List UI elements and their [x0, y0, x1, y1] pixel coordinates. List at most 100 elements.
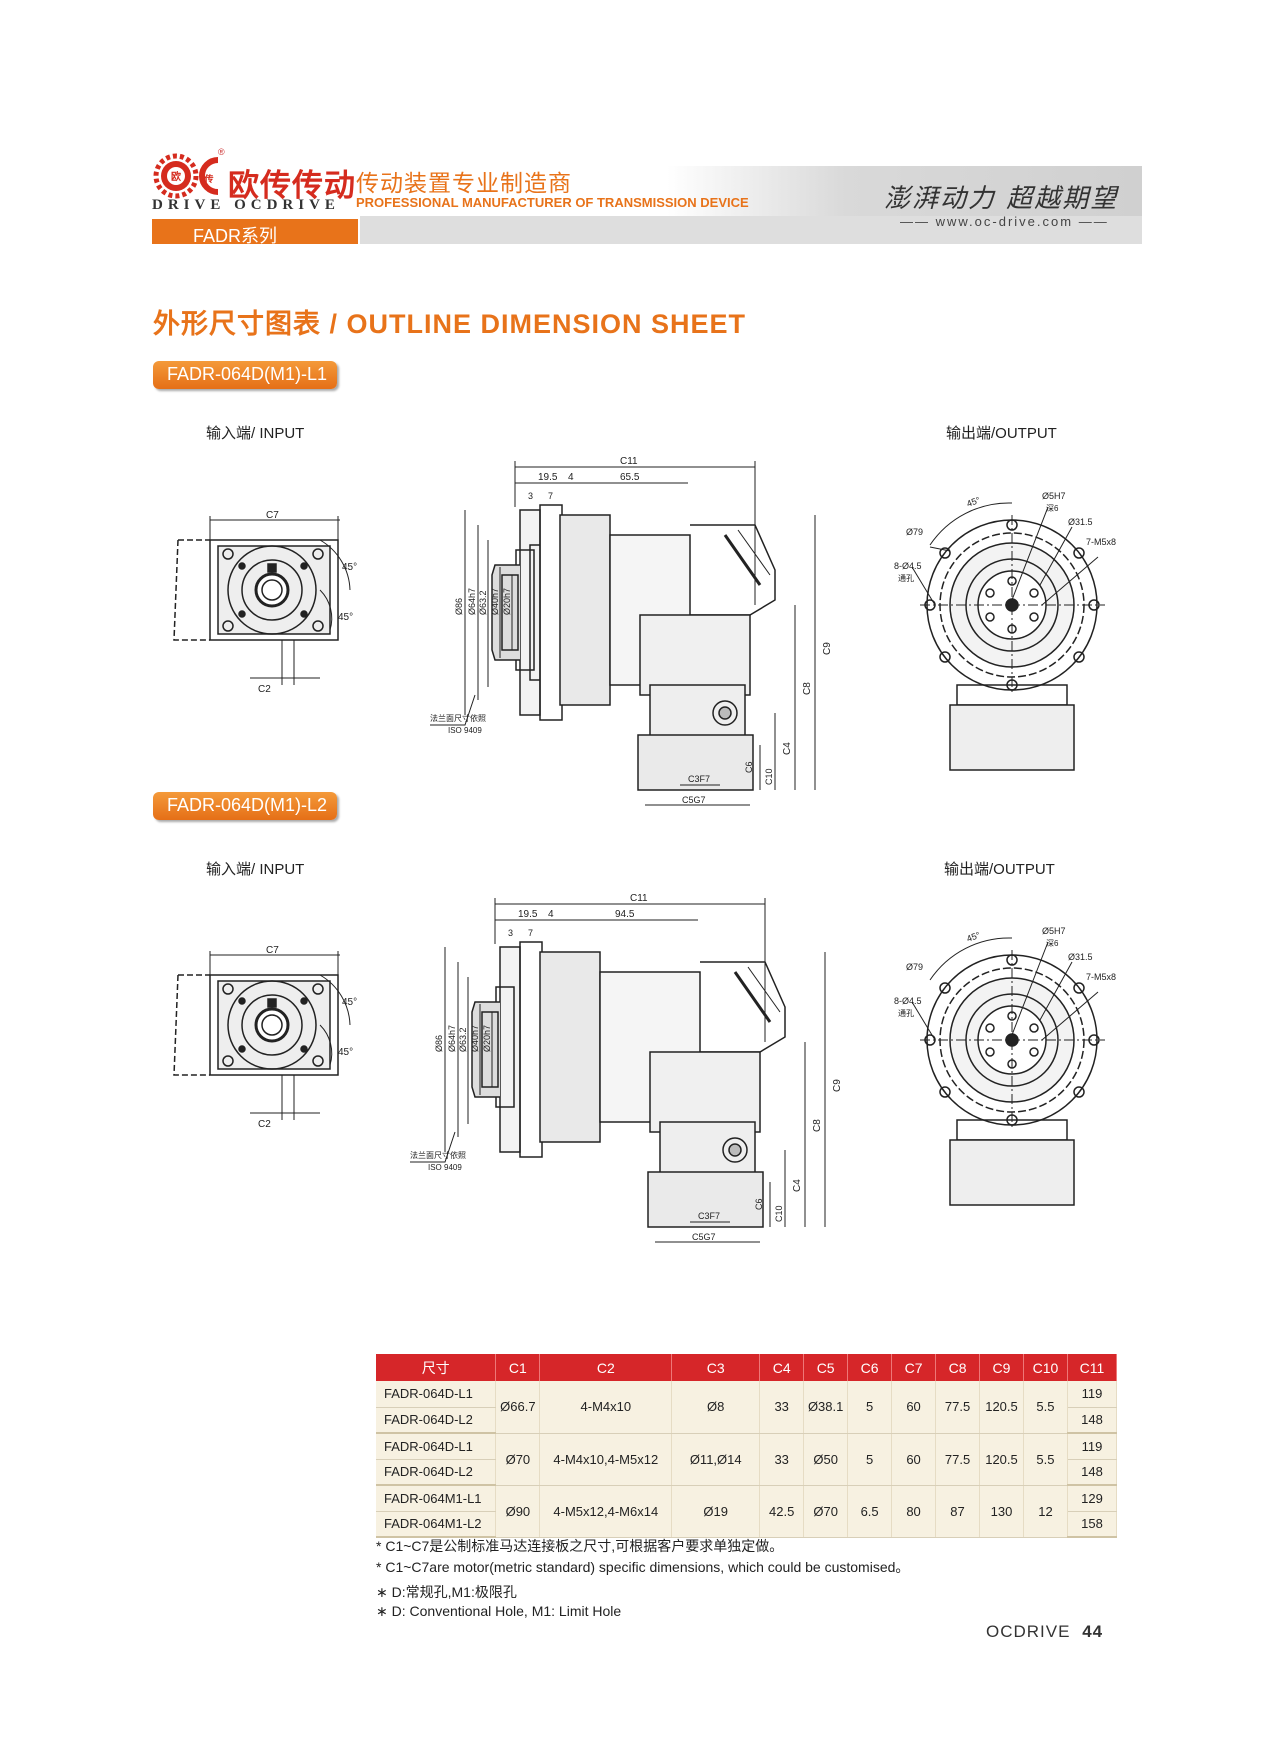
cell-c11: 148: [1067, 1407, 1118, 1434]
cell-c1: Ø70: [495, 1433, 541, 1486]
cell-c1: Ø66.7: [495, 1381, 541, 1434]
cell-c2: 4-M4x10: [539, 1381, 673, 1434]
cell-c8: 87: [935, 1485, 981, 1538]
side-view-drawing-l1: C11 19.5 4 65.5 3 7 Ø86 Ø64h7 Ø63.2 Ø40h…: [430, 456, 833, 806]
cell-c11: 119: [1067, 1433, 1118, 1460]
cell-c6: 5: [847, 1433, 893, 1486]
cell-c8: 77.5: [935, 1381, 981, 1434]
dim-c11-2: C11: [630, 893, 648, 904]
dim-19-5-2: 19.5: [518, 909, 538, 920]
cell-c2: 4-M4x10,4-M5x12: [539, 1433, 673, 1486]
out-45: 45°: [965, 495, 982, 509]
dim-d63: Ø63.2: [478, 590, 488, 615]
dim-c8: C8: [802, 682, 813, 695]
cell-c11: 119: [1067, 1381, 1118, 1408]
cell-c7: 80: [891, 1485, 937, 1538]
cell-c5: Ø70: [803, 1485, 849, 1538]
dim-c5g7: C5G7: [682, 795, 706, 805]
output-view-drawing-l2: 45° Ø5H7 深6 Ø31.5 7-M5x8 Ø79 8-Ø4.5 通孔: [894, 926, 1116, 1206]
svg-text:传: 传: [203, 173, 213, 184]
out-d5h7-2: Ø5H7: [1042, 926, 1066, 936]
out-45-2: 45°: [965, 930, 982, 944]
side-view-drawing-l2: C11 19.5 4 94.5 3 7 Ø86 Ø64h7 Ø63.2 Ø40h…: [410, 893, 843, 1243]
cell-c9: 120.5: [979, 1433, 1024, 1486]
th-c10: C10: [1023, 1354, 1068, 1381]
dim-c2: C2: [258, 684, 271, 695]
table-row: FADR-064D-L2 148: [376, 1459, 1118, 1486]
dim-c6-2: C6: [754, 1198, 764, 1210]
cell-c4: 33: [759, 1433, 805, 1486]
footer-brand: OCDRIVE: [986, 1622, 1071, 1641]
slogan: 澎湃动力 超越期望: [884, 184, 1119, 214]
logo-registered: ®: [218, 147, 225, 157]
dim-d40: Ø40h7: [490, 588, 500, 615]
page-footer: OCDRIVE 44: [986, 1622, 1103, 1642]
cell-c3: Ø11,Ø14: [671, 1433, 761, 1486]
cell-c5: Ø50: [803, 1433, 849, 1486]
cell-c11: 148: [1067, 1459, 1118, 1486]
out-holes: 8-Ø4.5: [894, 561, 922, 571]
cell-model: FADR-064D-L1: [376, 1433, 497, 1460]
cell-c5: Ø38.1: [803, 1381, 849, 1434]
cell-c3: Ø19: [671, 1485, 761, 1538]
model-badge-l1: FADR-064D(M1)-L1: [153, 361, 338, 389]
dim-7-2: 7: [528, 928, 533, 938]
header-bar: [360, 216, 1142, 244]
output-view-drawing-l1: 45° Ø5H7 深6 Ø31.5 7-M5x8 Ø79 8-Ø4.5 通孔: [894, 491, 1116, 771]
logo-gear-icon: 欧: [153, 153, 199, 199]
dim-c5g7-2: C5G7: [692, 1232, 716, 1242]
out-d79: Ø79: [906, 527, 923, 537]
dim-c7: C7: [266, 510, 279, 521]
th-c9: C9: [979, 1354, 1024, 1381]
th-c6: C6: [847, 1354, 893, 1381]
dim-4-2: 4: [548, 909, 554, 920]
cell-c10: 12: [1023, 1485, 1068, 1538]
dim-3: 3: [528, 491, 533, 501]
out-holes-2: 8-Ø4.5: [894, 996, 922, 1006]
cell-c8: 77.5: [935, 1433, 981, 1486]
dim-3-2: 3: [508, 928, 513, 938]
th-c11: C11: [1067, 1354, 1118, 1381]
cell-model: FADR-064M1-L2: [376, 1511, 497, 1538]
dim-c3f7-2: C3F7: [698, 1211, 720, 1221]
series-badge: [152, 219, 358, 244]
th-c1: C1: [495, 1354, 541, 1381]
cell-c11: 158: [1067, 1511, 1118, 1538]
cell-c6: 6.5: [847, 1485, 893, 1538]
dim-len: 65.5: [620, 472, 640, 483]
cell-c2: 4-M5x12,4-M6x14: [539, 1485, 673, 1538]
flange-note-2: 法兰面尺寸依照: [410, 1150, 466, 1160]
tagline-english: PROFESSIONAL MANUFACTURER OF TRANSMISSIO…: [356, 195, 749, 210]
svg-text:欧: 欧: [171, 170, 181, 183]
dim-c11: C11: [620, 456, 638, 467]
dim-c10: C10: [764, 768, 774, 785]
cell-c7: 60: [891, 1433, 937, 1486]
table-header-row: 尺寸 C1 C2 C3 C4 C5 C6 C7 C8 C9 C10 C11: [376, 1354, 1118, 1381]
dim-d64-2: Ø64h7: [447, 1025, 457, 1052]
cell-c7: 60: [891, 1381, 937, 1434]
cell-model: FADR-064D-L2: [376, 1459, 497, 1486]
logo-c-icon: 传: [199, 157, 219, 195]
out-m5: 7-M5x8: [1086, 537, 1116, 547]
th-c5: C5: [803, 1354, 849, 1381]
dim-c4: C4: [782, 742, 793, 755]
tagline-chinese: 传动装置专业制造商: [356, 170, 572, 196]
dim-d64: Ø64h7: [467, 588, 477, 615]
dim-c3f7: C3F7: [688, 774, 710, 784]
page-title: 外形尺寸图表 / OUTLINE DIMENSION SHEET: [153, 309, 747, 339]
dimension-table: 尺寸 C1 C2 C3 C4 C5 C6 C7 C8 C9 C10 C11 FA…: [376, 1354, 1118, 1538]
out-thru-2: 通孔: [898, 1008, 914, 1018]
output-label-l1: 输出端/OUTPUT: [946, 425, 1057, 442]
model-badge-l2: FADR-064D(M1)-L2: [153, 792, 338, 820]
dim-d20-2: Ø20h7: [482, 1025, 492, 1052]
dim-c4-2: C4: [792, 1179, 803, 1192]
input-label-l1: 输入端/ INPUT: [206, 425, 305, 442]
cell-c10: 5.5: [1023, 1381, 1068, 1434]
note-en-2: ∗ D: Conventional Hole, M1: Limit Hole: [376, 1603, 622, 1619]
dim-c8-2: C8: [812, 1119, 823, 1132]
dim-c7-2: C7: [266, 945, 279, 956]
logo-chinese-name: 欧传传动: [228, 168, 356, 203]
th-c4: C4: [759, 1354, 805, 1381]
note-cn-2: ∗ D:常规孔,M1:极限孔: [376, 1584, 517, 1600]
dim-c9-2: C9: [832, 1079, 843, 1092]
